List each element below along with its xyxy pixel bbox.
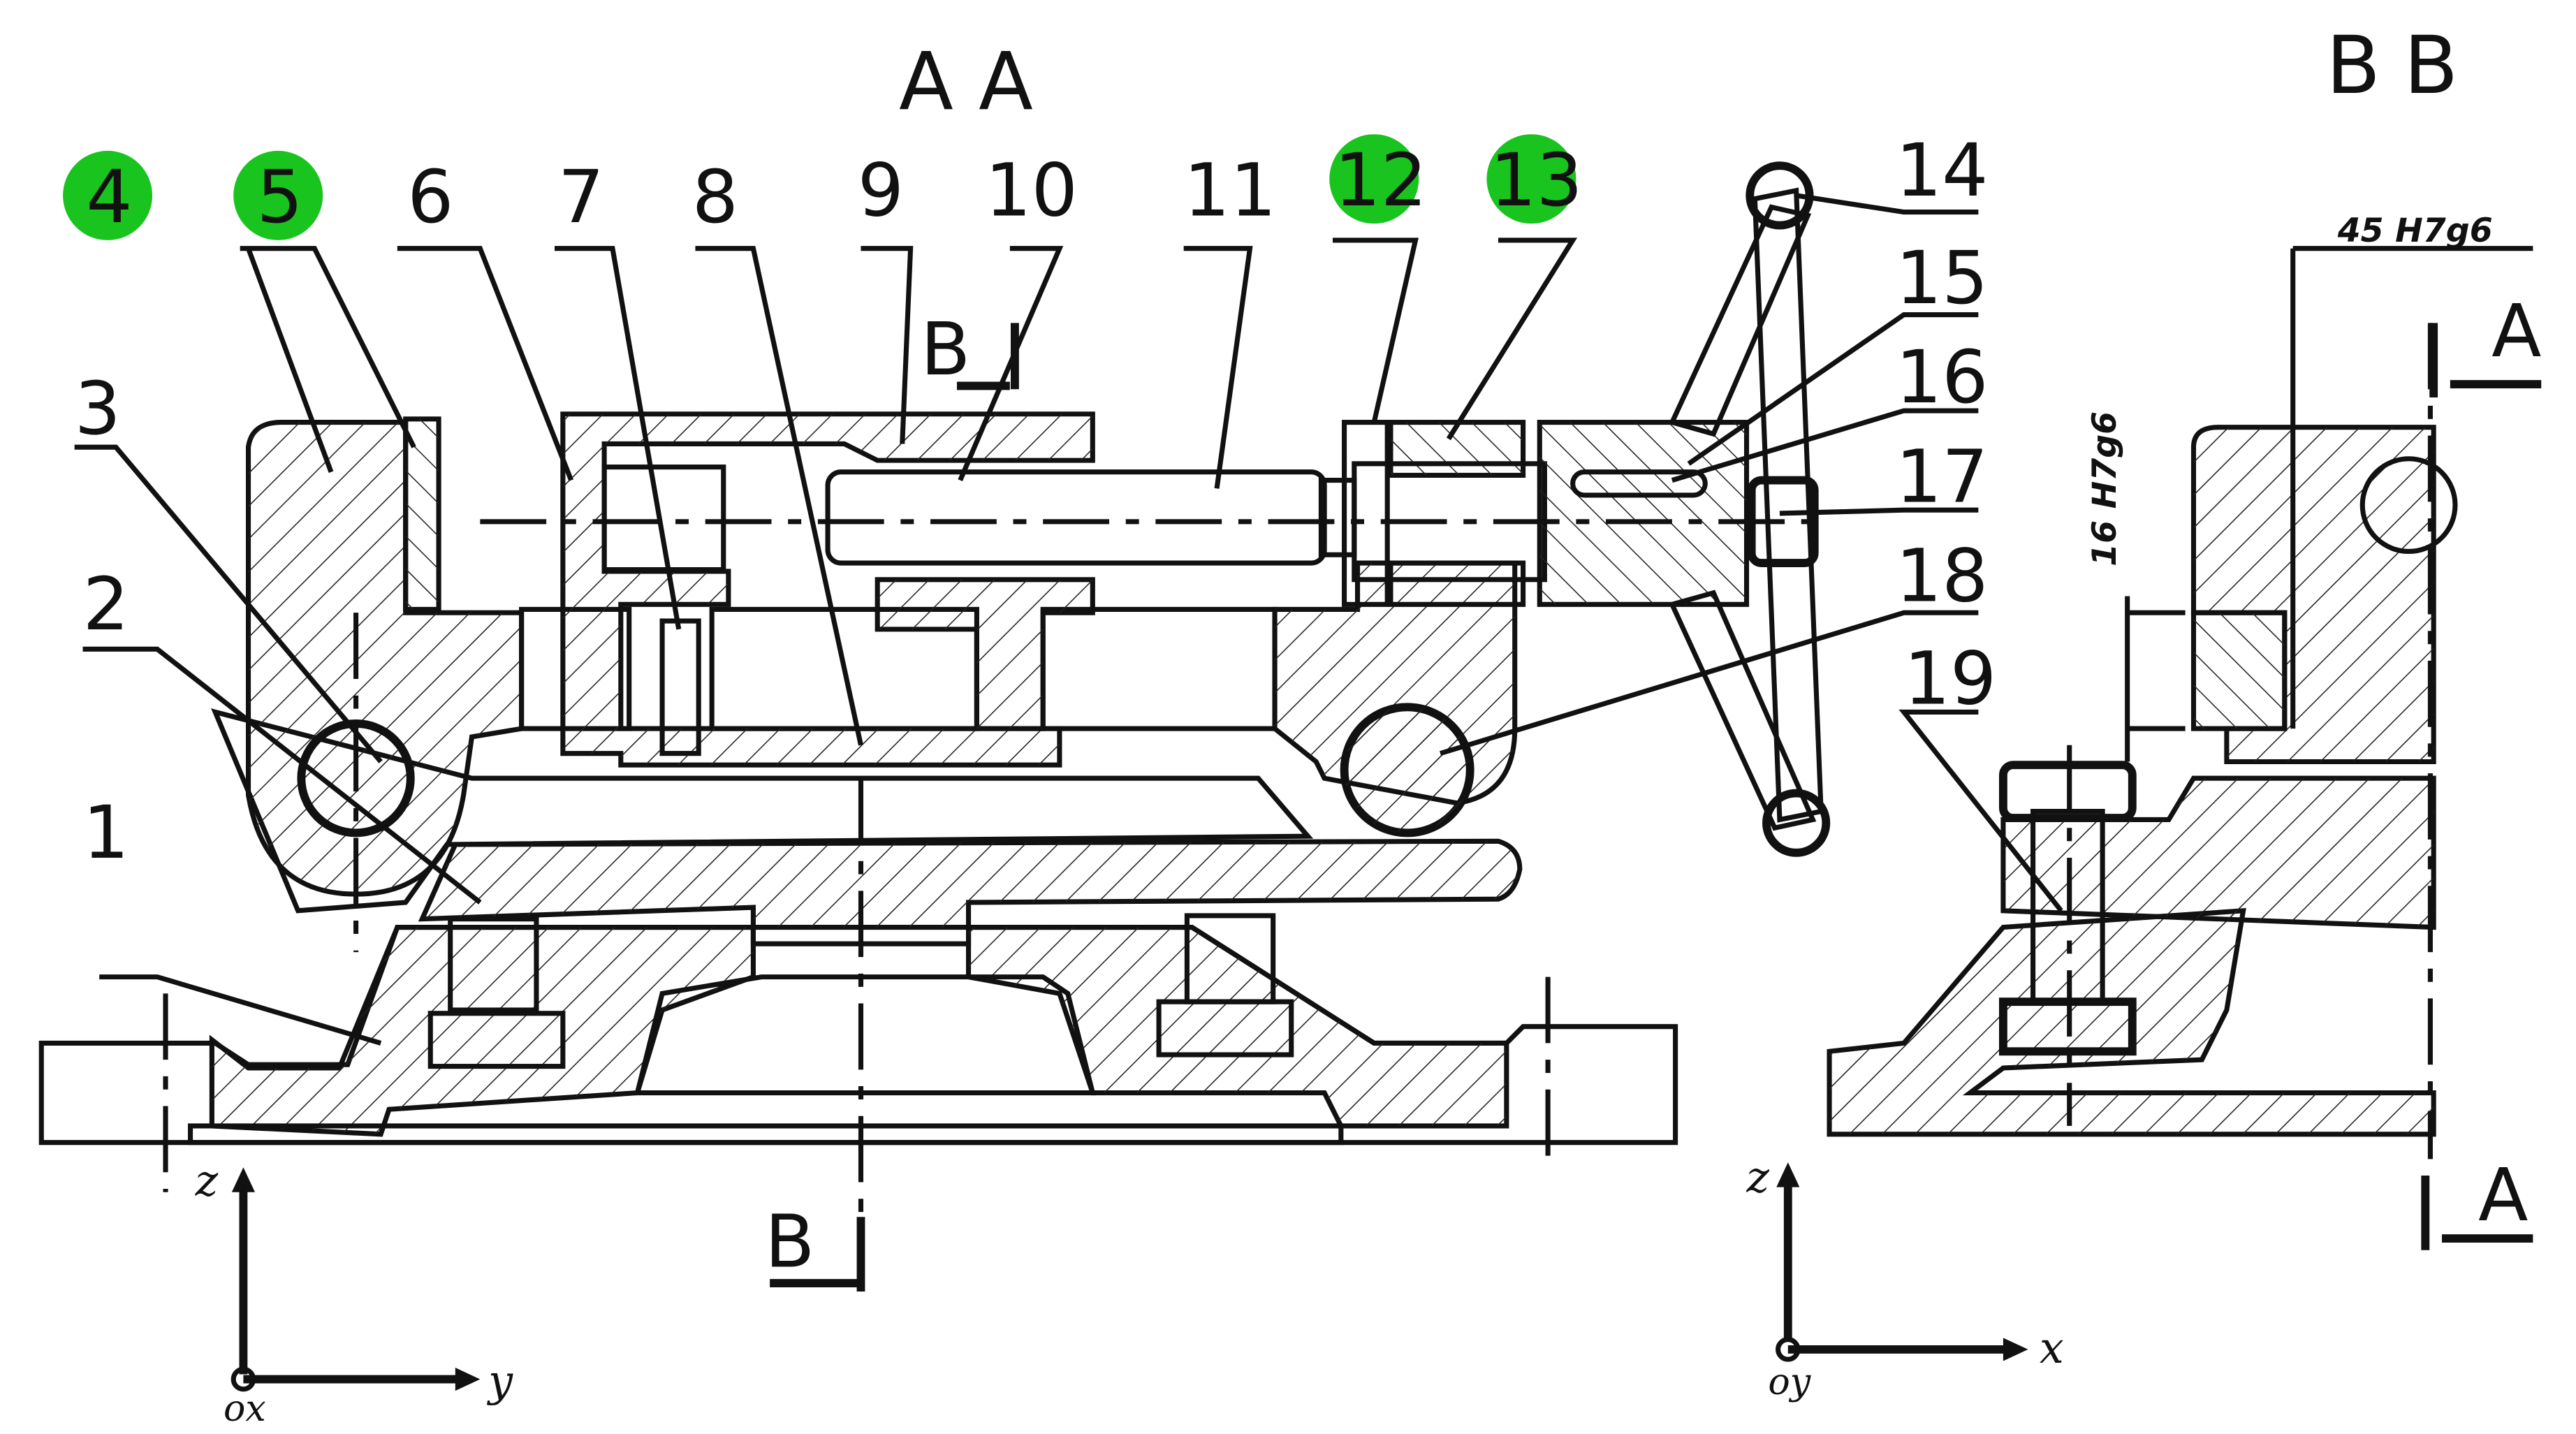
axis-labels: z y ox z x oy [195, 1153, 2064, 1430]
wheel-handle-bottom [1762, 789, 1831, 857]
bar-segment-right [1040, 606, 1278, 731]
base-section-left-hatch [212, 927, 754, 1134]
part-6-body [560, 411, 1095, 768]
view-titles: AA BB [899, 19, 2481, 129]
base-foot [188, 1123, 1344, 1146]
section-markers [770, 323, 2542, 1292]
part-label-14: 14 [1896, 128, 1989, 213]
base-bolt-pocket-left [427, 1011, 566, 1069]
jaw-plate-hatch [405, 418, 439, 610]
slide-upper-pink [211, 708, 1314, 914]
wheel-spoke-upper [1668, 204, 1812, 437]
part-2-slide [211, 708, 1523, 930]
axis-bb-vertical: z [1746, 1153, 1770, 1203]
part-11-lead-screw [825, 420, 1750, 607]
bearing-hatch [1390, 422, 1523, 476]
badge-4 [63, 150, 153, 240]
axis-aa-horizontal: y [486, 1356, 513, 1406]
bb-green-hatch [2193, 613, 2285, 729]
badge-13 [1486, 134, 1576, 224]
base-key-right [1184, 913, 1276, 1004]
fit-slot: 16 H7g6 [2086, 411, 2124, 566]
pivot-bore [297, 719, 415, 837]
section-b-top: B [921, 307, 971, 392]
title-section-bb: BB [2326, 19, 2481, 112]
part-1-base [38, 913, 1678, 1146]
pin-shank [659, 618, 701, 756]
section-a-bottom: A [2478, 1153, 2528, 1238]
fit-bore: 45 H7g6 [2337, 212, 2493, 250]
axis-aa-vertical: z [195, 1155, 219, 1206]
part-number-labels: 1 2 3 4 5 6 7 8 9 10 11 12 13 14 15 16 1… [75, 128, 1997, 875]
part-label-1: 1 [83, 790, 129, 875]
section-letters: B B A A [765, 288, 2541, 1285]
leader-lines [74, 193, 2063, 1046]
wheel-spoke-lower [1668, 590, 1817, 831]
screw-shaft [825, 469, 1327, 566]
slide-lower-purple-hatch [422, 841, 1520, 928]
part-label-12: 12 [1334, 138, 1427, 223]
part-label-11: 11 [1184, 147, 1277, 233]
axes-aa [230, 1167, 481, 1392]
part-label-7: 7 [558, 154, 604, 240]
part-label-8: 8 [692, 154, 738, 240]
badge-12 [1329, 134, 1419, 224]
fit-annotations: 45 H7g6 16 H7g6 [2086, 212, 2493, 566]
part-label-2: 2 [83, 562, 129, 647]
section-bb-view [1827, 323, 2458, 1159]
axis-bb-horizontal: x [2040, 1323, 2064, 1373]
part-label-4: 4 [86, 154, 132, 240]
axes-bb [1776, 1162, 2028, 1362]
title-section-aa: AA [899, 36, 1056, 129]
part-16-key [1570, 469, 1708, 498]
part-label-10: 10 [985, 147, 1078, 233]
base-central-boss [634, 974, 1096, 1096]
section-b-bottom: B [765, 1199, 815, 1284]
base-key-left [448, 916, 539, 1013]
highlight-badges [63, 134, 1576, 240]
hub-hatch [1539, 422, 1747, 605]
part-label-16: 16 [1896, 335, 1989, 420]
part-label-6: 6 [407, 154, 453, 240]
part-label-15: 15 [1896, 235, 1989, 321]
part-12-bearing-ring [1342, 420, 1390, 607]
part-label-9: 9 [858, 147, 904, 233]
part-7-pin [659, 618, 701, 756]
axis-bb-origin: oy [1768, 1361, 1810, 1403]
cam-hatch [1344, 707, 1470, 833]
part-label-17: 17 [1896, 434, 1989, 519]
bb-screw-section [2359, 456, 2458, 555]
badge-5 [233, 150, 323, 240]
bearing-lower [1388, 560, 1526, 607]
bb-body-hatch [2193, 427, 2434, 762]
part-13-bearing-bracket [1272, 420, 1526, 837]
axis-aa-origin: ox [224, 1388, 266, 1430]
base-section-right-hatch [968, 927, 1507, 1126]
part-label-13: 13 [1490, 138, 1583, 223]
body-light-blue-block [601, 464, 726, 573]
dimension-lines [2125, 246, 2533, 762]
bb-slide-hatch [2003, 778, 2434, 928]
part-label-18: 18 [1896, 534, 1989, 619]
part-label-3: 3 [75, 366, 121, 451]
nut-housing-hatch [877, 579, 1093, 729]
part-label-19: 19 [1904, 636, 1997, 722]
part-label-5: 5 [256, 154, 302, 240]
section-a-top: A [2491, 288, 2541, 374]
